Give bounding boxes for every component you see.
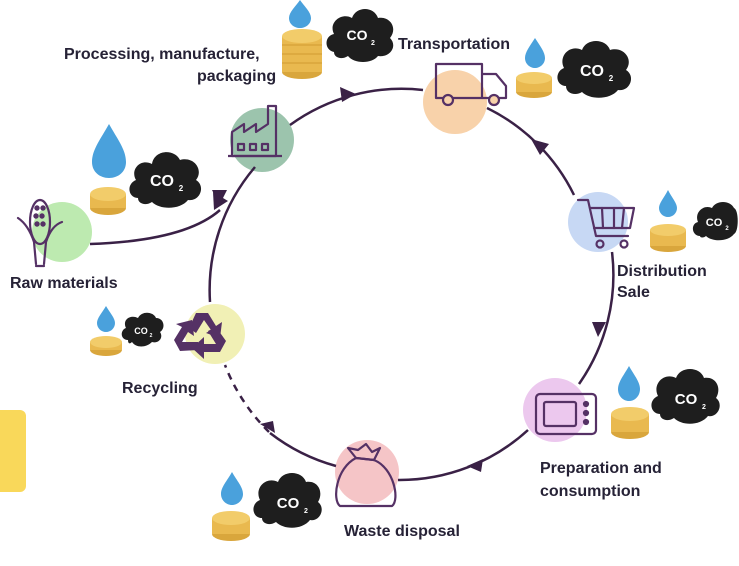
co2-label: CO [134, 326, 148, 336]
arrow-to-recycling [260, 421, 275, 433]
arrow-raw-to-processing [213, 192, 228, 210]
coin-stack-icon [516, 72, 552, 98]
transportation-circle [423, 70, 487, 134]
coin-stack-icon [90, 336, 122, 356]
arrow-to-transportation [340, 87, 356, 102]
side-tab [0, 410, 26, 492]
co2-label: CO [150, 173, 174, 190]
water-droplet-icon [659, 190, 677, 217]
processing-label-line2: packaging [197, 68, 277, 85]
resource-cluster-processing: CO 2 [282, 0, 394, 79]
coin-stack-icon [650, 224, 686, 252]
arrow-to-preparation [592, 322, 606, 337]
water-droplet-icon [97, 306, 115, 332]
coin-stack-icon [282, 29, 322, 79]
distribution-circle [568, 192, 628, 252]
resource-cluster-distribution: CO 2 [650, 190, 738, 252]
recycle-icon [174, 313, 226, 359]
co2-cloud-icon: CO 2 [651, 369, 720, 424]
shopping-cart-icon [576, 198, 636, 249]
raw-materials-circle [32, 202, 92, 262]
co2-label: CO [706, 217, 723, 229]
waste-circle [335, 440, 399, 504]
distribution-label-line1: Distribution [617, 263, 707, 280]
recycling-label: Recycling [122, 380, 198, 397]
coin-stack-icon [90, 187, 126, 215]
resource-cluster-transportation: CO 2 [516, 38, 632, 98]
co2-label: CO [675, 391, 698, 408]
svg-text:2: 2 [702, 404, 706, 411]
preparation-label-line2: consumption [540, 483, 641, 500]
processing-label-line1: Processing, manufacture, [64, 46, 260, 63]
co2-cloud-icon: CO 2 [692, 202, 738, 241]
factory-icon [228, 104, 282, 158]
svg-text:2: 2 [371, 40, 375, 47]
svg-text:2: 2 [150, 333, 153, 339]
waste-disposal-label: Waste disposal [344, 523, 460, 540]
corn-icon [16, 198, 64, 268]
water-droplet-icon [525, 38, 545, 68]
raw-materials-label: Raw materials [10, 275, 118, 292]
svg-text:2: 2 [725, 226, 729, 232]
resource-cluster-preparation: CO 2 [611, 366, 720, 439]
svg-text:2: 2 [304, 508, 308, 515]
microwave-icon [534, 392, 598, 436]
water-droplet-icon [618, 366, 640, 401]
water-droplet-icon [289, 0, 311, 28]
transportation-label: Transportation [398, 36, 511, 53]
processing-circle [230, 108, 294, 172]
water-droplet-icon [221, 472, 243, 505]
trash-bag-icon [335, 442, 397, 508]
co2-cloud-icon: CO 2 [121, 312, 164, 347]
svg-text:2: 2 [609, 74, 614, 83]
resource-cluster-waste: CO 2 [212, 472, 322, 541]
coin-stack-icon [611, 407, 649, 439]
preparation-label-line1: Preparation and [540, 460, 662, 477]
water-droplet-icon [92, 124, 126, 178]
co2-cloud-icon: CO 2 [129, 152, 202, 208]
co2-cloud-icon: CO 2 [326, 9, 394, 62]
co2-cloud-icon: CO 2 [557, 41, 632, 98]
arrow-to-distribution [531, 139, 549, 155]
co2-label: CO [277, 495, 300, 512]
resource-cluster-recycling: CO 2 [90, 306, 164, 356]
arrow-to-waste [467, 459, 483, 472]
co2-label: CO [580, 63, 604, 80]
co2-label: CO [347, 27, 368, 43]
distribution-label-line2: Sale [617, 284, 650, 301]
resource-cluster-raw: CO 2 [90, 124, 202, 215]
co2-cloud-icon: CO 2 [253, 473, 322, 528]
preparation-circle [523, 378, 587, 442]
coin-stack-icon [212, 511, 250, 541]
svg-text:2: 2 [179, 184, 184, 193]
cycle-arrows [212, 87, 606, 472]
truck-icon [434, 62, 508, 107]
